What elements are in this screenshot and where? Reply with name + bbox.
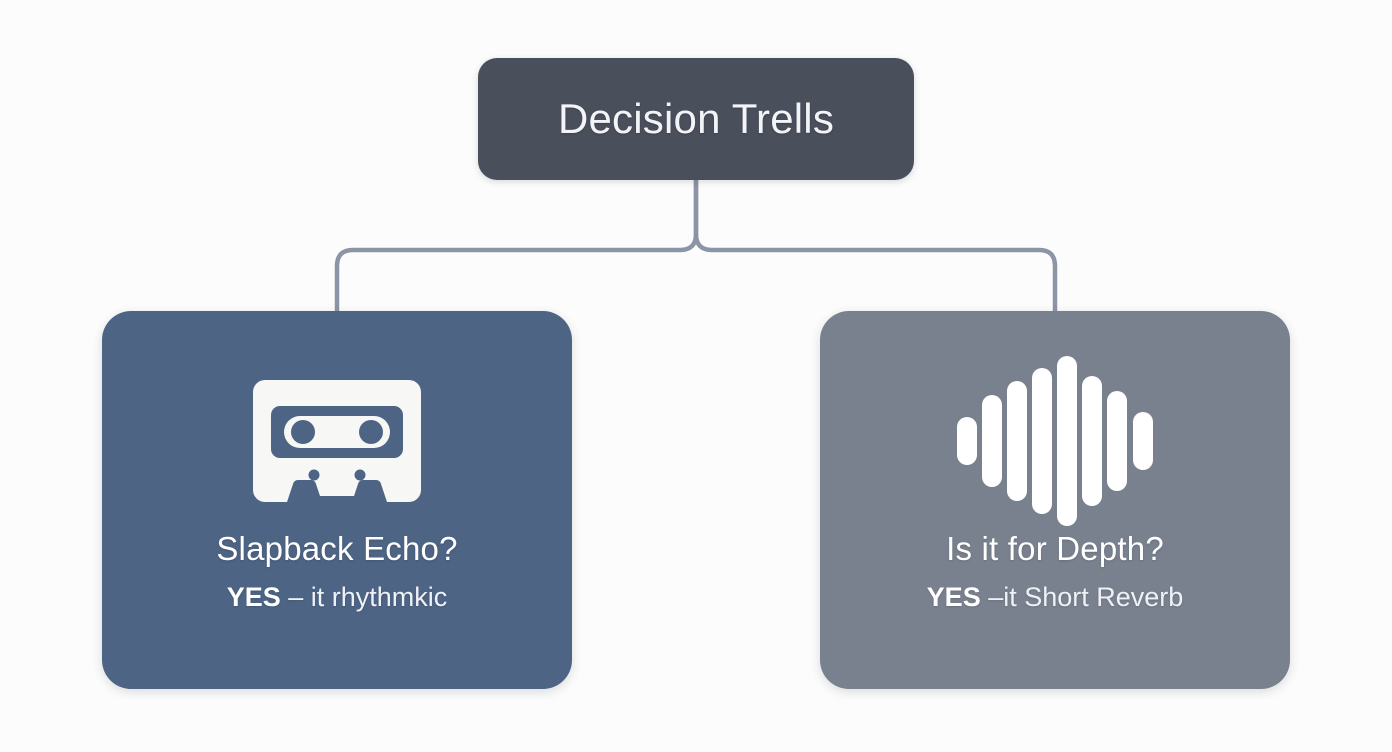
node-title-right: Is it for Depth? bbox=[946, 530, 1164, 567]
answer-label-left: YES bbox=[226, 582, 281, 613]
answer-detail-left: it rhythmkic bbox=[310, 582, 448, 613]
node-answer-right: YES –it Short Reverb bbox=[926, 582, 1184, 613]
answer-separator-right: – bbox=[980, 582, 1004, 613]
connector-root-to-left bbox=[334, 177, 699, 314]
answer-detail-right: it Short Reverb bbox=[1003, 582, 1184, 613]
root-node[interactable]: Decision Trells bbox=[478, 58, 914, 180]
decision-node-left[interactable]: Slapback Echo? YES – it rhythmkic bbox=[102, 311, 572, 689]
answer-separator-left: – bbox=[280, 582, 311, 613]
audio-waveform-icon bbox=[957, 356, 1153, 526]
answer-label-right: YES bbox=[926, 582, 981, 613]
node-answer-left: YES – it rhythmkic bbox=[226, 582, 448, 613]
decision-node-right[interactable]: Is it for Depth? YES –it Short Reverb bbox=[820, 311, 1290, 689]
cassette-tape-icon bbox=[253, 373, 421, 509]
node-title-left: Slapback Echo? bbox=[216, 530, 458, 567]
connector-root-to-right bbox=[693, 177, 1058, 314]
page-title: Decision Trells bbox=[557, 95, 835, 142]
